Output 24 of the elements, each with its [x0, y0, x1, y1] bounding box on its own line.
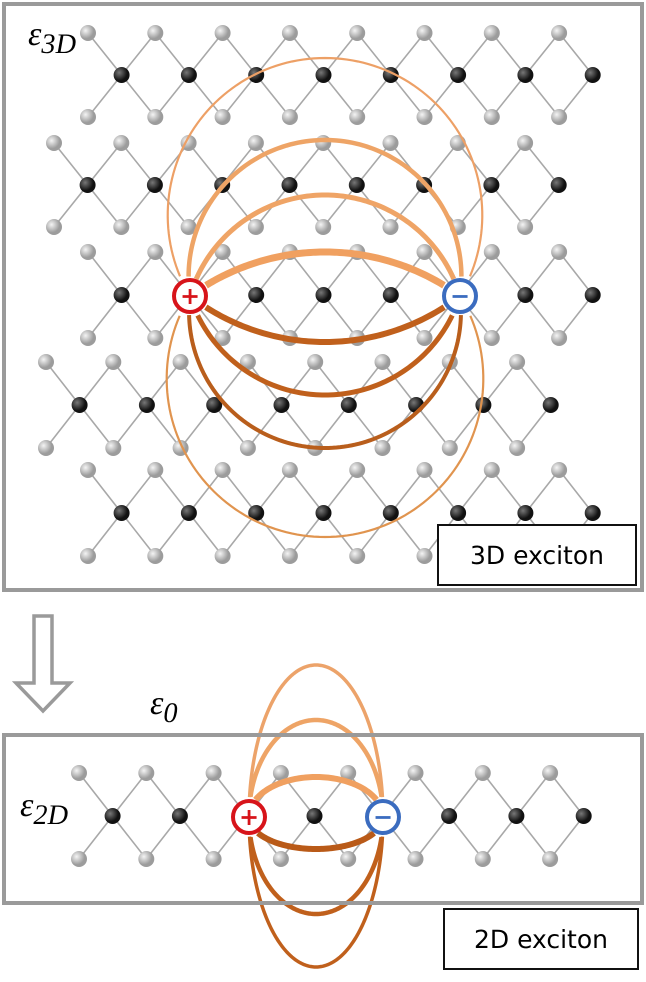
field-line — [256, 830, 376, 852]
exciton-label-box: 2D exciton — [443, 908, 639, 970]
field-line — [187, 315, 463, 450]
positive-charge-circle: + — [231, 799, 267, 835]
crystal-panel — [2, 2, 644, 592]
field-line — [248, 718, 384, 798]
exciton-label-box: 3D exciton — [437, 524, 637, 586]
field-line — [194, 192, 456, 280]
field-line — [186, 138, 464, 277]
field-line — [253, 774, 379, 802]
field-line — [204, 248, 446, 288]
permittivity-symbol: ε$_{0}$ — [150, 687, 178, 728]
field-line — [166, 56, 484, 277]
field-line — [166, 315, 484, 538]
negative-charge-circle: − — [365, 799, 401, 835]
field-line — [196, 314, 454, 398]
field-line — [248, 663, 384, 798]
field-line — [248, 836, 384, 969]
field-line — [204, 304, 446, 345]
negative-charge-circle: − — [442, 278, 478, 314]
permittivity-symbol: ε$_{3D}$ — [28, 18, 76, 60]
hollow-arrow — [12, 614, 74, 714]
permittivity-symbol: ε$_{2D}$ — [20, 789, 68, 830]
positive-charge-circle: + — [172, 278, 208, 314]
